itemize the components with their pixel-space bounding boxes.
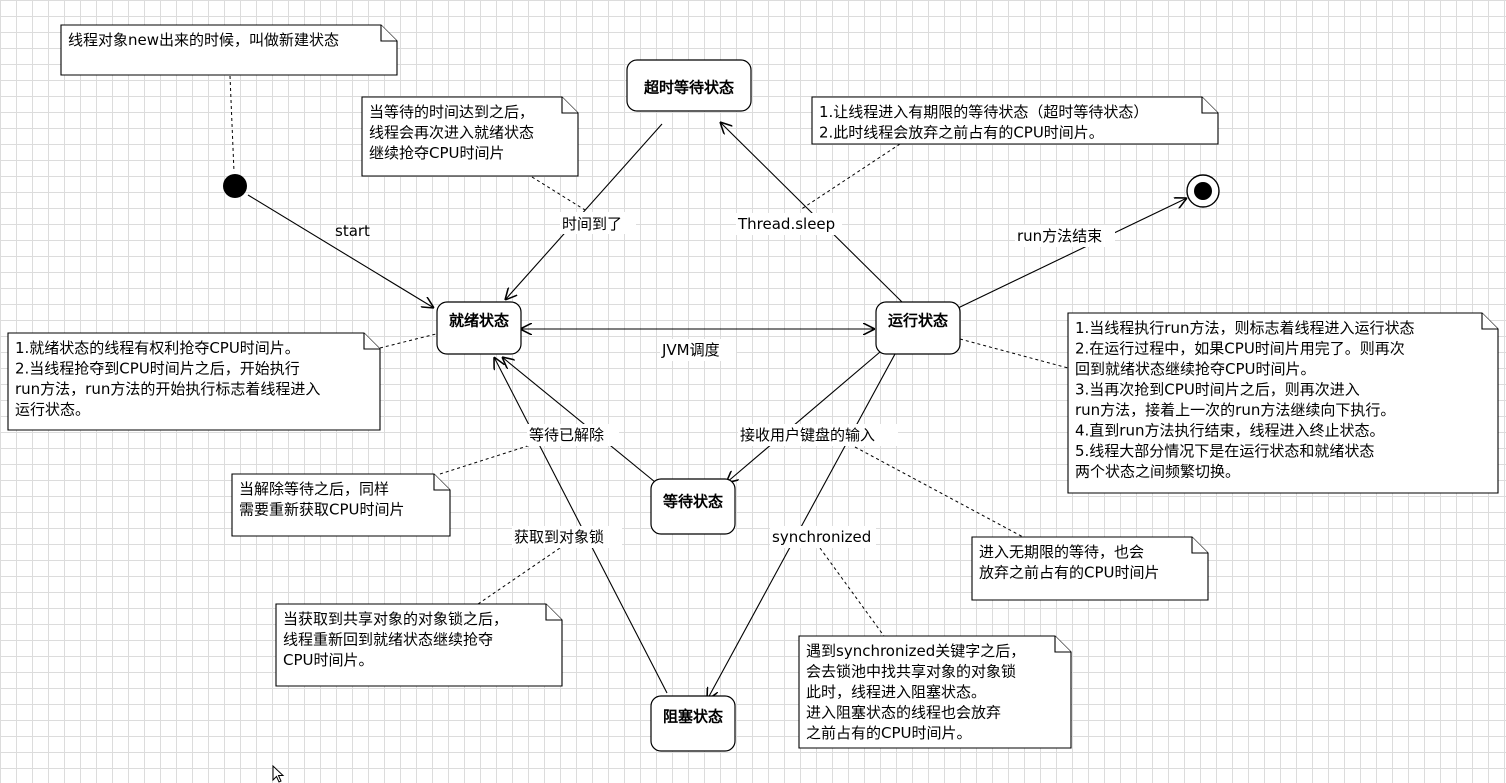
note-line: run方法，接着上一次的run方法继续向下执行。 (1075, 401, 1395, 419)
note-line: 5.线程大部分情况下是在运行状态和就绪状态 (1075, 442, 1374, 460)
note-lock: 当获取到共享对象的对象锁之后， 线程重新回到就绪状态继续抢夺 CPU时间片。 (275, 603, 563, 687)
note-line: 回到就绪状态继续抢夺CPU时间片。 (1075, 360, 1316, 378)
note-line: 两个状态之间频繁切换。 (1075, 463, 1240, 481)
final-state (1186, 174, 1220, 208)
note-line: 继续抢夺CPU时间片 (369, 144, 505, 162)
label-run-finished: run方法结束 (1017, 227, 1102, 245)
label-jvm: JVM调度 (661, 341, 720, 359)
connector-sleep-note (799, 143, 901, 211)
note-line: 当解除等待之后，同样 (239, 480, 389, 498)
label-wait-released: 等待已解除 (529, 426, 604, 444)
connector-running-note (959, 338, 1069, 369)
note-line: 放弃之前占有的CPU时间片 (979, 564, 1160, 582)
note-line: 2.当线程抢夺到CPU时间片之后，开始执行 (15, 360, 300, 378)
label-lock-acquired: 获取到对象锁 (514, 528, 604, 546)
note-line: 当获取到共享对象的对象锁之后， (283, 610, 508, 628)
connector-infinite-wait-note (854, 446, 1024, 538)
note-sleep: 1.让线程进入有期限的等待状态（超时等待状态） 2.此时线程会放弃之前占有的CPU… (811, 96, 1219, 145)
note-ready: 1.就绪状态的线程有权利抢夺CPU时间片。 2.当线程抢夺到CPU时间片之后，开始… (7, 332, 381, 431)
note-line: 线程重新回到就绪状态继续抢夺 (283, 631, 493, 649)
edge-start (247, 194, 434, 308)
connector-wait-release-note (439, 441, 541, 475)
note-line: CPU时间片。 (283, 651, 374, 669)
note-line: 会去锁池中找共享对象的对象锁 (806, 663, 1016, 681)
state-ready-label: 就绪状态 (449, 312, 509, 330)
label-synchronized: synchronized (772, 528, 871, 546)
note-sync: 遇到synchronized关键字之后， 会去锁池中找共享对象的对象锁此时，线程进… (798, 635, 1072, 749)
note-line: 线程会再次进入就绪状态 (369, 124, 534, 142)
note-line: 1.就绪状态的线程有权利抢夺CPU时间片。 (15, 339, 300, 357)
note-line: 进入无期限的等待，也会 (979, 543, 1144, 561)
label-timeout: 时间到了 (562, 215, 622, 233)
edge-labels: start 时间到了 Thread.sleep run方法结束 JVM调度 等待… (335, 212, 1115, 548)
state-blocked: 阻塞状态 (650, 695, 736, 752)
state-running-label: 运行状态 (888, 312, 948, 330)
edge-wait-released (502, 357, 656, 483)
note-line: 线程对象new出来的时候，叫做新建状态 (68, 31, 339, 49)
state-waiting: 等待状态 (650, 478, 736, 535)
note-new: 线程对象new出来的时候，叫做新建状态 (60, 24, 398, 76)
connector-timeout-note (531, 176, 586, 211)
transitions (247, 122, 1187, 700)
note-connectors (229, 75, 1069, 637)
note-line: 1.让线程进入有期限的等待状态（超时等待状态） (819, 103, 1148, 121)
note-line: 2.在运行过程中，如果CPU时间片用完了。则再次 (1075, 340, 1405, 358)
note-line: 之前占有的CPU时间片。 (806, 724, 972, 742)
edge-run-finished (957, 198, 1187, 309)
note-line: 3.当再次抢到CPU时间片之后，则再次进入 (1075, 381, 1360, 399)
connector-new-note (229, 75, 235, 173)
edge-keyboard (726, 351, 881, 483)
note-line: 运行状态。 (15, 401, 90, 419)
note-line: 需要重新获取CPU时间片 (239, 501, 405, 519)
mouse-cursor-icon (272, 765, 285, 783)
note-line: 当等待的时间达到之后， (369, 103, 534, 121)
note-line: 进入阻塞状态的线程也会放弃 (806, 704, 1001, 722)
state-running: 运行状态 (875, 301, 961, 355)
label-keyboard: 接收用户键盘的输入 (740, 426, 875, 444)
note-line: 4.直到run方法执行结束，线程进入终止状态。 (1075, 422, 1385, 440)
note-line: 2.此时线程会放弃之前占有的CPU时间片。 (819, 124, 1104, 142)
state-timed-waiting-label: 超时等待状态 (643, 79, 734, 97)
label-start: start (335, 222, 370, 240)
edge-lock-acquired (494, 357, 668, 694)
connector-sync-note (819, 547, 885, 637)
note-line: 1.当线程执行run方法，则标志着线程进入运行状态 (1075, 319, 1415, 337)
label-sleep: Thread.sleep (737, 215, 835, 233)
connector-lock-note (477, 547, 561, 605)
state-timed-waiting: 超时等待状态 (626, 59, 752, 112)
note-line: run方法，run方法的开始执行标志着线程进入 (15, 380, 320, 398)
edge-sleep (720, 122, 903, 303)
initial-state (223, 174, 247, 198)
state-blocked-label: 阻塞状态 (663, 708, 723, 726)
state-ready: 就绪状态 (436, 301, 522, 355)
note-line: 遇到synchronized关键字之后， (806, 642, 1025, 660)
state-waiting-label: 等待状态 (663, 493, 723, 511)
note-line: 此时，线程进入阻塞状态。 (806, 683, 986, 701)
connector-ready-note (379, 333, 437, 349)
note-running: 1.当线程执行run方法，则标志着线程进入运行状态 2.在运行过程中，如果CPU时… (1067, 312, 1499, 494)
